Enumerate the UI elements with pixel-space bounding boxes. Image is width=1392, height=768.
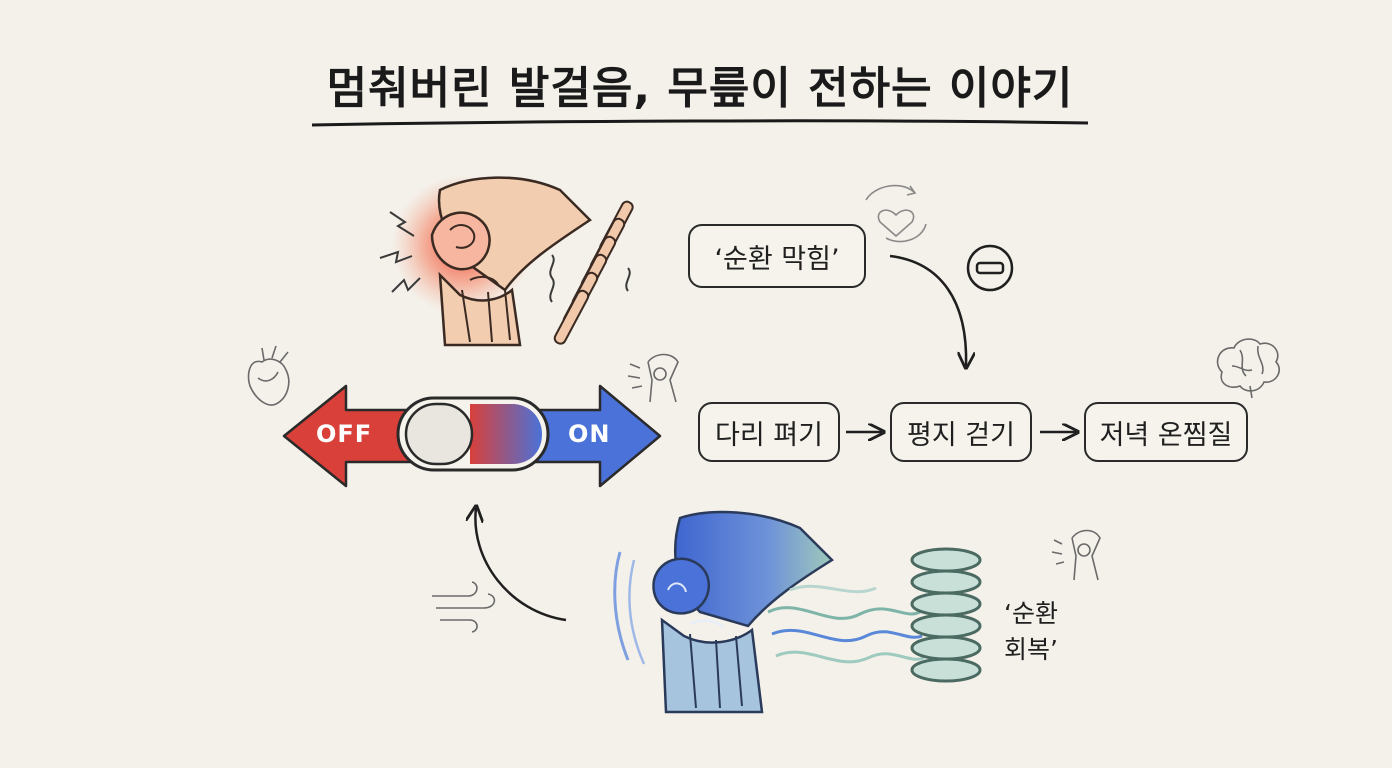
heart-organ-icon	[247, 345, 290, 406]
title-underline	[311, 119, 1089, 127]
coil-spring-icon	[910, 547, 982, 683]
blocked-to-steps-arrow	[889, 254, 966, 366]
on-label: ON	[568, 420, 611, 448]
spring-tension-mark	[549, 254, 555, 303]
heart-cycle-icon	[865, 184, 927, 243]
minus-circle-icon	[966, 244, 1014, 292]
recovery-label: ‘순환 회복’	[1004, 596, 1058, 668]
step-evening-warm-compress: 저녁 온찜질	[1084, 402, 1248, 462]
knee-mini-icon	[627, 353, 679, 403]
page-title: 멈춰버린 발걸음, 무릎이 전하는 이야기	[326, 63, 1074, 114]
circulation-waves	[767, 584, 925, 664]
off-label: OFF	[316, 420, 373, 448]
blocked-circulation-label: ‘순환 막힘’	[688, 224, 866, 288]
step-flat-walking: 평지 걷기	[890, 402, 1032, 462]
recovery-label-line1: ‘순환	[1004, 599, 1058, 628]
knee-mini-icon	[1051, 529, 1101, 581]
spring-tension-mark	[625, 267, 631, 292]
wind-icon	[432, 581, 496, 633]
toggle-pill-fill	[470, 404, 542, 464]
toggle-switch[interactable]	[282, 384, 662, 488]
step-stretch-legs: 다리 펴기	[698, 402, 840, 462]
recovery-label-line2: 회복’	[1004, 635, 1058, 664]
toggle-knob[interactable]	[404, 402, 474, 466]
spring-icon	[553, 200, 634, 345]
brain-icon	[1216, 338, 1280, 399]
recovered-knee-illustration	[613, 510, 834, 714]
lightning-icon	[379, 211, 421, 293]
painful-knee-illustration	[392, 175, 592, 347]
loop-back-arrow	[475, 508, 567, 622]
